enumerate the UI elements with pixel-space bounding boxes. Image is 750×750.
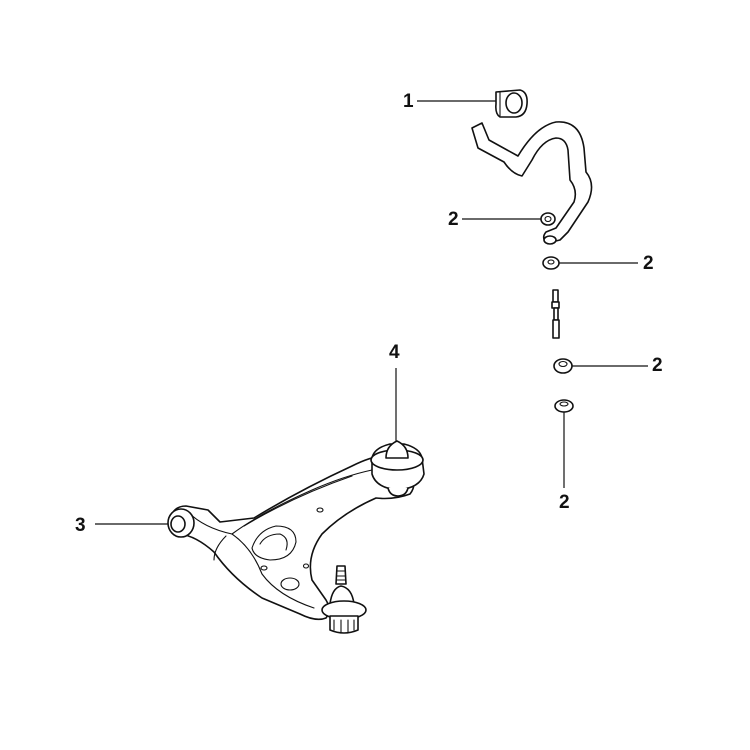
link-bushing-lower-1 (553, 358, 573, 374)
link-bushing-upper-1 (540, 212, 556, 226)
callout-label-4: 4 (389, 342, 400, 363)
link-bushing-upper-2 (542, 256, 560, 270)
callout-label-1: 1 (403, 91, 414, 112)
stabilizer-link-rod (551, 289, 560, 339)
lower-control-arm-part (171, 455, 415, 621)
callout-label-3: 3 (75, 515, 86, 536)
callout-label-2c: 2 (652, 355, 663, 376)
stabilizer-bar-part (471, 121, 593, 245)
callout-label-2d: 2 (559, 492, 570, 513)
callout-label-2a: 2 (448, 209, 459, 230)
stabilizer-bushing-part (495, 89, 528, 118)
ball-joint-part (321, 565, 367, 634)
rear-bushing-part (370, 440, 425, 497)
front-bushing-part (167, 508, 195, 538)
callout-label-2b: 2 (643, 253, 654, 274)
link-bushing-lower-2 (554, 399, 574, 413)
